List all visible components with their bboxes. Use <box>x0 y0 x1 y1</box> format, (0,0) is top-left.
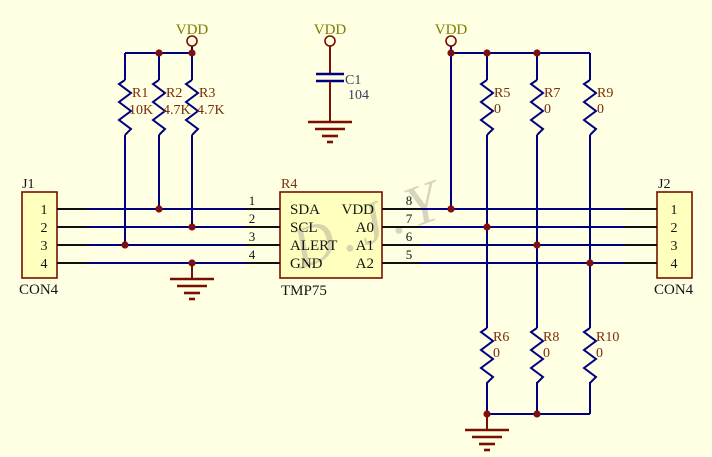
label-R10-value: 0 <box>596 346 603 361</box>
label-vdd: VDD <box>176 22 209 38</box>
resistor-R10 <box>582 327 598 384</box>
junction-dot <box>533 241 541 249</box>
label-R2-designator: R2 <box>166 86 182 101</box>
junction-dot <box>447 49 455 57</box>
junction-dot <box>121 241 129 249</box>
ic-pin-number-1: 1 <box>249 193 256 208</box>
label-J1-designator: J1 <box>22 177 34 192</box>
ic-pin-number-2: 2 <box>249 211 256 226</box>
ic-pin-name-A1: A1 <box>356 238 374 254</box>
ic-pin-number-8: 8 <box>406 193 413 208</box>
label-R6-value: 0 <box>493 346 500 361</box>
resistor-R3 <box>184 79 200 136</box>
ic-pin-name-VDD: VDD <box>342 202 375 218</box>
label-R8-value: 0 <box>543 346 550 361</box>
label-vdd: VDD <box>435 22 468 38</box>
resistor-R9 <box>582 79 598 136</box>
J2-pin-3: 3 <box>671 239 678 254</box>
J2-pin-1: 1 <box>671 203 678 218</box>
ic-pin-name-A0: A0 <box>356 220 374 236</box>
label-R9-value: 0 <box>597 102 604 117</box>
resistor-R7 <box>529 79 545 136</box>
junction-dot <box>188 223 196 231</box>
ic-pin-name-SDA: SDA <box>290 202 320 218</box>
ic-pin-number-6: 6 <box>406 229 413 244</box>
ic-pin-name-GND: GND <box>290 256 323 272</box>
ic-body-TMP75 <box>279 191 383 279</box>
resistor-R1 <box>117 79 133 136</box>
resistor-R5 <box>479 79 495 136</box>
label-ic-part: TMP75 <box>281 283 327 299</box>
label-C1-designator: C1 <box>345 73 361 88</box>
junction-dot <box>155 205 163 213</box>
label-R7-value: 0 <box>544 102 551 117</box>
label-R1-designator: R1 <box>132 86 148 101</box>
resistor-R2 <box>151 79 167 136</box>
J1-pin-2: 2 <box>41 221 48 236</box>
junction-dot <box>533 410 541 418</box>
ic-pin-name-SCL: SCL <box>290 220 318 236</box>
ic-pin-name-A2: A2 <box>356 256 374 272</box>
junction-dot <box>586 259 594 267</box>
label-R2-value: 4.7K <box>163 103 191 118</box>
resistor-R8 <box>529 327 545 384</box>
resistor-R6 <box>479 327 495 384</box>
label-ic-designator: R4 <box>281 177 297 192</box>
J1-pin-3: 3 <box>41 239 48 254</box>
ic-pin-number-3: 3 <box>249 229 256 244</box>
J2-pin-2: 2 <box>671 221 678 236</box>
connector-body-J2 <box>656 191 693 279</box>
vdd-port-circle <box>186 35 198 47</box>
label-R3-value: 4.7K <box>197 103 225 118</box>
label-R1-value: 10K <box>129 103 153 118</box>
vdd-port-circle <box>445 35 457 47</box>
label-C1-value: 104 <box>348 88 369 103</box>
J2-pin-4: 4 <box>671 257 678 272</box>
junction-dot <box>533 49 541 57</box>
label-R5-value: 0 <box>494 102 501 117</box>
junction-dot <box>188 49 196 57</box>
junction-dot <box>447 205 455 213</box>
label-J2-designator: J2 <box>658 177 670 192</box>
vdd-port-circle <box>324 35 336 47</box>
J1-pin-4: 4 <box>41 257 48 272</box>
label-R9-designator: R9 <box>597 86 613 101</box>
junction-dot <box>483 49 491 57</box>
ic-pin-name-ALERT: ALERT <box>290 238 337 254</box>
label-R5-designator: R5 <box>494 86 510 101</box>
label-J1-part: CON4 <box>19 282 59 298</box>
label-R7-designator: R7 <box>544 86 560 101</box>
label-R8-designator: R8 <box>543 330 559 345</box>
junction-dot <box>155 49 163 57</box>
J1-pin-1: 1 <box>41 203 48 218</box>
label-vdd: VDD <box>314 22 347 38</box>
ic-pin-number-7: 7 <box>406 211 413 226</box>
connector-body-J1 <box>21 191 58 279</box>
label-R6-designator: R6 <box>493 330 509 345</box>
label-J2-part: CON4 <box>654 282 694 298</box>
ic-pin-number-5: 5 <box>406 247 413 262</box>
junction-dot <box>483 223 491 231</box>
label-R10-designator: R10 <box>596 330 619 345</box>
ic-pin-number-4: 4 <box>249 247 256 262</box>
label-R3-designator: R3 <box>199 86 215 101</box>
